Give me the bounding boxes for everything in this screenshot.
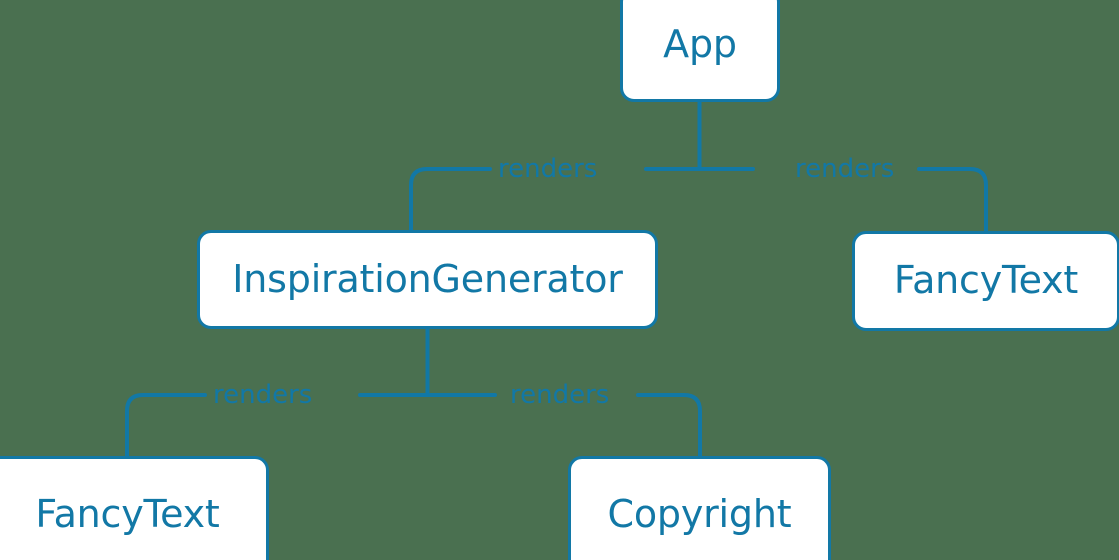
node-fancytext-left-label: FancyText [35,492,220,536]
node-fancytext-left[interactable]: FancyText [0,456,269,560]
node-inspirationgenerator[interactable]: InspirationGenerator [197,230,658,329]
edge-inspirationgenerator-to-fancytext-left-left-seg [125,393,207,458]
node-app[interactable]: App [620,0,780,102]
edge-label-app-to-inspirationgenerator: renders [498,154,598,184]
node-copyright[interactable]: Copyright [568,456,831,560]
node-fancytext-right[interactable]: FancyText [852,231,1119,331]
edge-label-inspirationgenerator-to-copyright: renders [510,380,610,410]
node-copyright-label: Copyright [607,492,792,536]
node-fancytext-right-label: FancyText [893,258,1079,302]
node-inspirationgenerator-label: InspirationGenerator [232,256,623,301]
node-app-label: App [663,22,737,66]
edge-app-to-fancytext-right-right-seg [917,167,988,233]
edge-app-to-inspirationgenerator-left-seg [409,167,492,232]
edge-label-app-to-fancytext-right: renders [795,154,895,184]
edge-inspirationgenerator-to-copyright-right-seg [636,393,702,458]
edge-label-inspirationgenerator-to-fancytext-left: renders [213,380,313,410]
